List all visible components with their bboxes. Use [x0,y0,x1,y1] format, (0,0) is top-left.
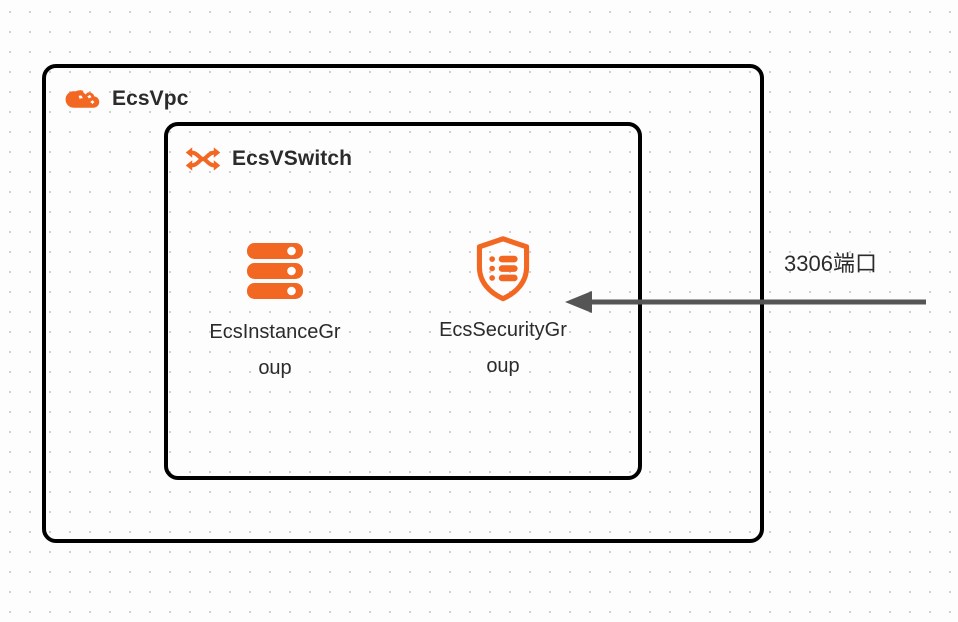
annotation-label-port: 3306端口 [784,251,877,276]
cloud-icon [64,82,102,116]
group-title-vpc: EcsVpc [112,87,189,110]
group-header-vpc[interactable]: EcsVpc [64,82,188,116]
group-title-vswitch: EcsVSwitch [232,147,353,170]
node-instance-group[interactable]: EcsInstanceGroup [205,238,345,386]
group-header-vswitch[interactable]: EcsVSwitch [184,142,352,176]
vswitch-shuffle-icon [184,142,222,176]
server-stack-icon [243,238,307,304]
node-security-group[interactable]: EcsSecurityGroup [433,236,573,384]
node-label-instance-group: EcsInstanceGroup [209,321,341,379]
shield-list-icon [471,236,535,302]
node-label-security-group: EcsSecurityGroup [439,319,567,377]
